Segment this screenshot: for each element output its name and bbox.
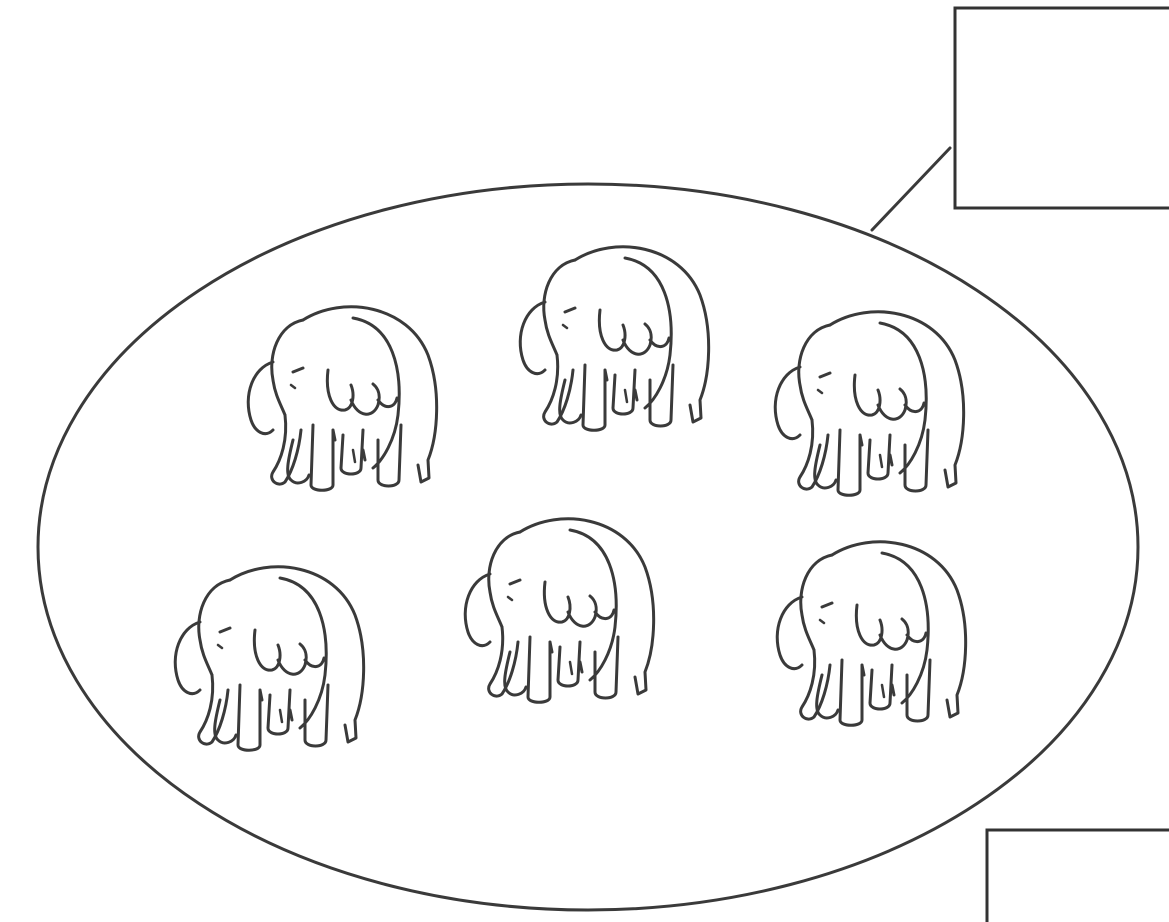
elephant-icon [775,540,968,727]
label-box-bottom[interactable] [985,828,1169,922]
elephant-icon [518,245,711,432]
elephant-icon [246,305,439,492]
elephant-icon [173,565,366,752]
leader-line [870,146,952,232]
elephant-icon [773,310,966,497]
elephant-icon [463,517,656,704]
label-box-top[interactable] [953,6,1169,210]
set-ellipse [36,182,1140,912]
